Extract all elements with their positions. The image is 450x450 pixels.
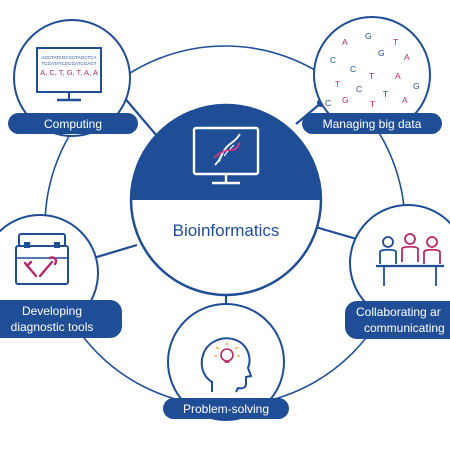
tools-label-line-2: diagnostic tools [11,320,94,334]
svg-text:T: T [335,79,340,89]
people-at-table-icon [376,233,444,286]
svg-text:G: G [342,95,349,105]
svg-text:G: G [413,81,420,91]
svg-text:A: A [342,37,348,47]
screen-line-3: A, C, T, G, T, A, A [40,68,98,77]
head-lightbulb-icon [200,337,253,393]
svg-text:G: G [365,31,372,41]
big-data-label: Managing big data [323,117,422,131]
svg-text:C: C [330,55,336,65]
svg-text:C: C [356,84,362,94]
scattered-letters-icon: A G T C G A C T A T C G T G A C T [325,31,420,109]
computing-label-pill [8,113,138,134]
monitor-dna-icon [192,126,260,185]
screen-line-2: TCGATATCGCGATCGAGT [42,61,97,66]
node-big-data: A G T C G A C T A T C G T G A C T Managi… [302,16,442,134]
collab-label-line-1: Collaborating ar [356,305,441,319]
node-tools: Developing diagnostic tools [0,214,122,338]
node-computing: AGCTATAGCGCTAGCTCA TCGATATCGCGATCGAGT A,… [8,19,138,137]
node-problem: Problem-solving [163,303,289,421]
svg-text:T: T [383,89,388,99]
monitor-sequence-icon: AGCTATAGCGCTAGCTCA TCGATATCGCGATCGAGT A,… [36,47,102,102]
problem-label: Problem-solving [183,402,269,416]
big-data-label-pill [302,113,442,134]
connector-big-data [295,102,322,125]
svg-text:G: G [378,48,385,58]
svg-text:C: C [350,64,356,74]
node-collab: Collaborating ar communicating [345,204,450,339]
svg-text:A: A [404,52,410,62]
tools-label-line-1: Developing [22,304,82,318]
toolbox-icon [15,233,69,285]
svg-text:T: T [369,71,374,81]
svg-text:T: T [370,99,375,109]
tools-label-pill [0,300,122,338]
svg-text:A: A [402,95,408,105]
svg-text:A: A [395,71,401,81]
center-title: Bioinformatics [173,221,280,240]
svg-text:C: C [325,98,331,108]
problem-label-pill [163,398,289,419]
svg-text:T: T [393,37,398,47]
screen-line-1: AGCTATAGCGCTAGCTCA [42,55,97,60]
center-node: Bioinformatics [129,103,323,297]
computing-label: Computing [44,117,102,131]
center-top-half [131,105,321,200]
collab-label-pill [345,301,450,339]
collab-label-line-2: communicating [364,321,445,335]
